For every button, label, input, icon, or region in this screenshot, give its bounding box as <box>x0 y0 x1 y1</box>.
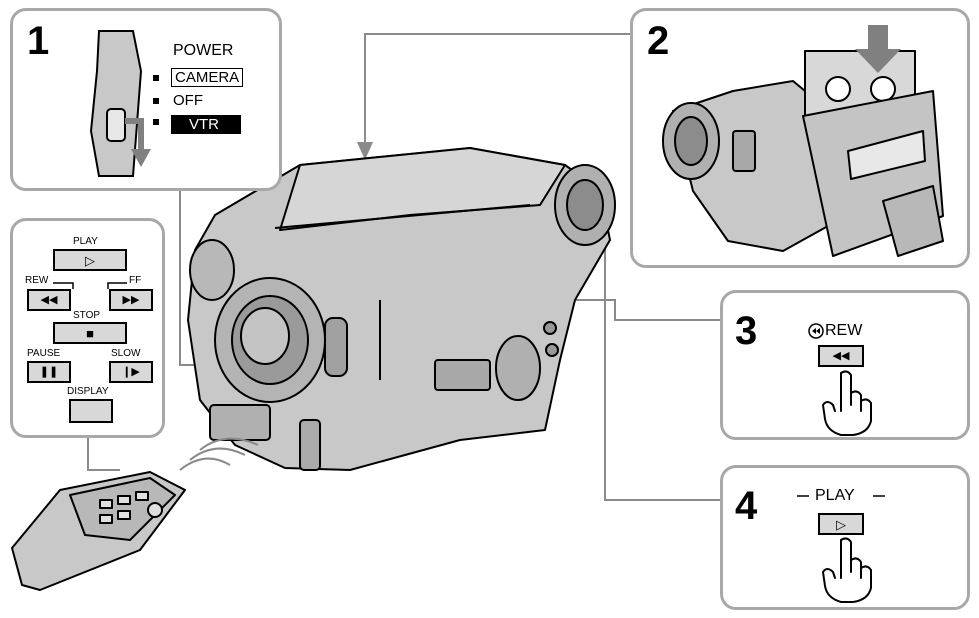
remote-button-panel: PLAY ▷ REW FF ◀◀ ▶▶ STOP ■ PAUSE SLOW ❚❚… <box>10 218 165 438</box>
jack-1 <box>543 321 557 335</box>
step3-rew-label: REW <box>825 322 863 339</box>
remote-slow-button[interactable]: ❙▶ <box>109 361 153 383</box>
step1-panel: 1 POWER CAMERA OFF VTR <box>10 8 282 191</box>
body-crease <box>274 204 531 229</box>
jack-2 <box>545 343 559 357</box>
cassette-insert-illustration <box>662 25 944 257</box>
remote-key <box>135 491 149 501</box>
remote-play-button[interactable]: ▷ <box>53 249 127 271</box>
step3-rew-button[interactable]: ◀◀ <box>818 345 864 367</box>
lens-glass <box>240 307 290 365</box>
leader-line-remote <box>87 438 120 471</box>
bullet-camera <box>153 75 159 81</box>
step4-panel: 4 PLAY ▷ <box>720 465 970 610</box>
play-caption: PLAY <box>73 236 98 247</box>
remote-key <box>99 514 113 524</box>
lid-window <box>847 130 926 180</box>
rear-eyepiece-glass <box>674 116 708 166</box>
step2-number: 2 <box>647 19 670 63</box>
remote-pause-button[interactable]: ❚❚ <box>27 361 71 383</box>
step4-number: 4 <box>735 484 758 528</box>
step4-play-label: PLAY <box>815 487 855 504</box>
slow-caption: SLOW <box>111 348 141 359</box>
button-cluster <box>434 359 491 391</box>
camcorder-illustration <box>187 147 616 471</box>
switch-knob <box>106 108 126 142</box>
remote-stop-button[interactable]: ■ <box>53 322 127 344</box>
switch-body <box>89 30 143 177</box>
option-camera: CAMERA <box>171 68 244 87</box>
microphone <box>189 239 235 301</box>
zoom-dial <box>495 335 541 401</box>
infrared-waves-icon <box>179 437 259 471</box>
tape-reel-right <box>870 76 896 102</box>
switch-move-line <box>125 118 144 151</box>
rew-ff-bracket <box>53 282 127 289</box>
remote-ff-button[interactable]: ▶▶ <box>109 289 153 311</box>
pause-caption: PAUSE <box>27 348 61 359</box>
step3-panel: 3 REW ◀◀ <box>720 290 970 440</box>
stop-caption: STOP <box>73 310 101 321</box>
remote-illustration <box>11 471 186 591</box>
viewfinder-eyepiece <box>566 179 604 231</box>
remote-dial <box>147 502 163 518</box>
option-off: OFF <box>173 92 203 109</box>
bullet-vtr <box>153 119 159 125</box>
cassette-door <box>209 404 271 441</box>
step3-number: 3 <box>735 309 758 353</box>
power-label: POWER <box>173 42 234 59</box>
step1-number: 1 <box>27 19 50 63</box>
switch-down-arrow-icon <box>131 149 151 167</box>
hand-strap <box>882 185 944 257</box>
insert-down-arrow-icon <box>855 25 901 73</box>
step2-panel: 2 <box>630 8 970 268</box>
step4-play-button[interactable]: ▷ <box>818 513 864 535</box>
camcorder-top <box>279 147 566 231</box>
remote-key <box>117 495 131 505</box>
remote-key <box>99 499 113 509</box>
pressing-hand-icon <box>822 370 872 436</box>
rew-caption: REW <box>25 275 49 286</box>
power-switch-illustration <box>89 30 159 177</box>
display-caption: DISPLAY <box>67 386 109 397</box>
leader-arrow-icon <box>357 142 373 160</box>
rew-glyph-icon <box>808 323 824 339</box>
ff-caption: FF <box>129 275 142 286</box>
remote-display-button[interactable] <box>69 399 113 423</box>
remote-rew-button[interactable]: ◀◀ <box>27 289 71 311</box>
tape-reel-left <box>825 76 851 102</box>
leader-line-step2 <box>364 33 632 150</box>
power-switch-on-body <box>324 317 348 377</box>
play-label-dashes <box>797 495 885 497</box>
option-vtr: VTR <box>171 115 241 134</box>
grip-strap <box>299 419 321 471</box>
bullet-off <box>153 98 159 104</box>
rear-control <box>732 130 756 172</box>
remote-key <box>117 510 131 520</box>
pressing-hand-icon <box>822 537 872 603</box>
